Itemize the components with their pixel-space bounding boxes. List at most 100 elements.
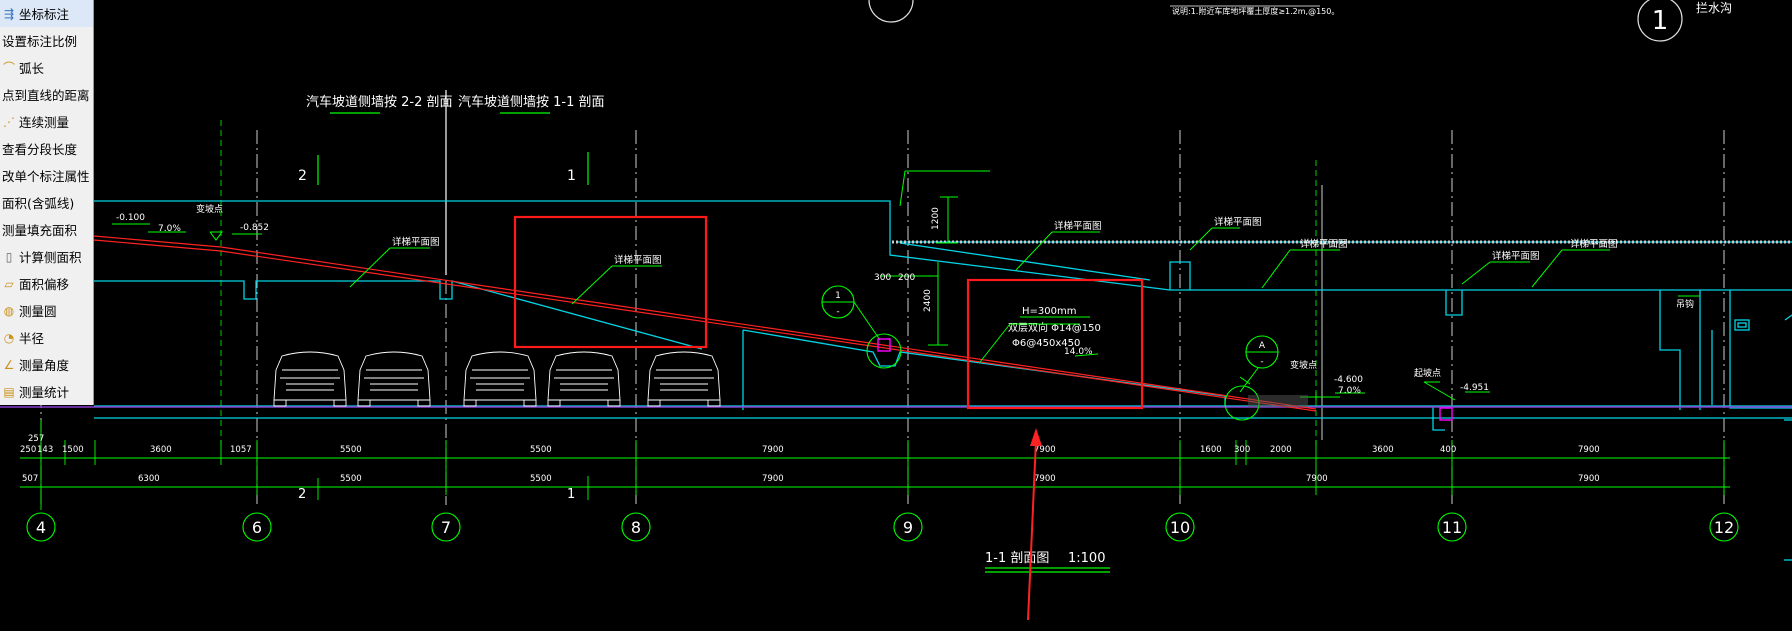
section-title-1-1: 汽车坡道侧墙按 1-1 剖面 xyxy=(458,94,605,110)
tool-coordinate-label[interactable]: ⇶坐标标注 xyxy=(0,0,93,27)
slope-mid: 14.0% xyxy=(1064,347,1093,357)
axis-label-7: 7 xyxy=(441,518,451,537)
dim-row2-6: 7900 xyxy=(1306,474,1328,484)
top-axis-bubble xyxy=(868,0,914,23)
structure-outline xyxy=(94,200,1792,561)
continuous-measure-icon: ⋰ xyxy=(3,114,15,129)
dim-row2-7: 7900 xyxy=(1578,474,1600,484)
tool-point-to-line-distance[interactable]: 点到直线的距离 xyxy=(2,88,90,103)
measure-toolbar: ⇶坐标标注 设置标注比例 ⌒弧长 点到直线的距离 ⋰连续测量 查看分段长度 改单… xyxy=(0,0,94,405)
section-mark-1: 1 xyxy=(567,168,576,184)
tool-radius[interactable]: ◔半径 xyxy=(3,330,45,347)
section-scale: 1:100 xyxy=(1068,551,1105,566)
axis-label-12: 12 xyxy=(1714,518,1734,537)
side-area-icon: ▯ xyxy=(5,249,13,264)
axis-label-9: 9 xyxy=(903,518,913,537)
axis-label-4: 4 xyxy=(36,518,46,537)
elevation-right-2: -4.951 xyxy=(1460,383,1489,393)
red-arrow-head xyxy=(1030,428,1042,446)
axis-label-11: 11 xyxy=(1442,518,1462,537)
dim-row2-mark-1: 1 xyxy=(567,487,575,502)
dim-row2-5: 7900 xyxy=(1034,474,1056,484)
dim-row2-3: 5500 xyxy=(530,474,552,484)
dim-row2-0: 507 xyxy=(22,474,38,484)
marker-1 xyxy=(877,338,891,352)
tool-measure-angle[interactable]: ∠测量角度 xyxy=(3,357,70,374)
dim-row1-12: 2000 xyxy=(1270,445,1292,455)
rebar-note-2: Φ6@450x450 xyxy=(1012,338,1080,349)
highlight-box-1 xyxy=(513,215,708,349)
axis-label-8: 8 xyxy=(631,518,641,537)
tool-set-annotation-scale[interactable]: 设置标注比例 xyxy=(2,34,78,49)
detail-bubble-1-top: 1 xyxy=(835,291,841,301)
top-note: 说明:1.附近车库地坪覆土厚度≥1.2m,@150。 xyxy=(1172,6,1339,16)
detail-label-3: 详梯平面图 xyxy=(1054,220,1102,232)
area-offset-icon: ▱ xyxy=(4,276,14,291)
dim-row1-7: 5500 xyxy=(530,445,552,455)
measure-stats-icon: ▤ xyxy=(3,384,15,399)
tool-measure-circle[interactable]: ◍测量圆 xyxy=(3,303,57,320)
detail-bubble-a-bottom: - xyxy=(1260,357,1263,367)
tool-measure-stats[interactable]: ▤测量统计 xyxy=(3,384,70,401)
dim-row1-10: 1600 xyxy=(1200,445,1222,455)
tool-edit-annotation-property[interactable]: 改单个标注属性 xyxy=(2,169,90,184)
slab-thickness: H=300mm xyxy=(1022,306,1076,317)
detail-label-1: 详梯平面图 xyxy=(392,236,440,248)
detail-label-6: 详梯平面图 xyxy=(1492,250,1540,262)
highlight-box-2 xyxy=(966,278,1144,410)
tool-continuous-measure[interactable]: ⋰连续测量 xyxy=(3,114,70,131)
detail-label-2: 详梯平面图 xyxy=(614,254,662,266)
dim-row1-8: 7900 xyxy=(762,445,784,455)
tool-measure-fill-area[interactable]: 测量填充面积 xyxy=(2,223,78,238)
measure-circle-icon: ◍ xyxy=(3,303,15,318)
dimension-lines xyxy=(20,420,1730,510)
slope-left: 7.0% xyxy=(158,224,181,234)
tool-area-offset[interactable]: ▱面积偏移 xyxy=(0,270,93,297)
dim-row1-6: 5500 xyxy=(340,445,362,455)
elevation-left-2: -0.852 xyxy=(240,223,269,233)
right-label: 吊钩 xyxy=(1676,298,1694,310)
tool-area-with-arc[interactable]: 面积(含弧线) xyxy=(2,196,75,211)
axis-bubbles xyxy=(26,512,1739,542)
detail-circle-1 xyxy=(866,333,902,369)
dim-row2-mark-2: 2 xyxy=(298,487,306,502)
tool-arc-length[interactable]: ⌒弧长 xyxy=(2,60,45,77)
dim-row1-14: 400 xyxy=(1440,445,1456,455)
section-mark-2: 2 xyxy=(298,168,307,184)
dim-row2-2: 5500 xyxy=(340,474,362,484)
tool-side-area[interactable]: ▯计算侧面积 xyxy=(0,243,93,270)
corner-text: 拦水沟 xyxy=(1696,1,1732,15)
dim-row1-1: 250 xyxy=(20,445,36,455)
arc-length-icon: ⌒ xyxy=(2,60,15,75)
parked-cars xyxy=(273,351,721,407)
detail-label-5: 详梯平面图 xyxy=(1300,238,1348,250)
dim-300: 300 xyxy=(874,273,891,283)
marker-2 xyxy=(1439,407,1453,421)
detail-label-4: 详梯平面图 xyxy=(1214,216,1262,228)
dim-row1-3: 1500 xyxy=(62,445,84,455)
dim-200: 200 xyxy=(898,273,915,283)
dim-1200: 1200 xyxy=(931,207,941,230)
dim-2400: 2400 xyxy=(923,289,933,312)
elevation-left: -0.100 xyxy=(116,213,145,223)
coordinate-label-icon: ⇶ xyxy=(3,6,15,21)
tool-segment-length[interactable]: 查看分段长度 xyxy=(2,142,78,157)
measure-angle-icon: ∠ xyxy=(3,357,15,372)
red-arrow xyxy=(1027,439,1037,621)
detail-bubble-a-top: A xyxy=(1259,341,1266,351)
slope-right: 7.0% xyxy=(1338,386,1361,396)
dim-row1-5: 1057 xyxy=(230,445,252,455)
corner-axis-bubble xyxy=(1637,0,1683,42)
dim-row1-0: 257 xyxy=(28,434,44,444)
dim-row2-4: 7900 xyxy=(762,474,784,484)
axis-label-6: 6 xyxy=(252,518,262,537)
rebar-note-1: 双层双向 Φ14@150 xyxy=(1008,321,1101,334)
detail-label-7: 详梯平面图 xyxy=(1570,238,1618,250)
change-point-left: 变坡点 xyxy=(196,203,223,215)
axis-label-10: 10 xyxy=(1170,518,1190,537)
dim-row1-4: 3600 xyxy=(150,445,172,455)
dim-row2-1: 6300 xyxy=(138,474,160,484)
dim-row1-11: 300 xyxy=(1234,445,1250,455)
